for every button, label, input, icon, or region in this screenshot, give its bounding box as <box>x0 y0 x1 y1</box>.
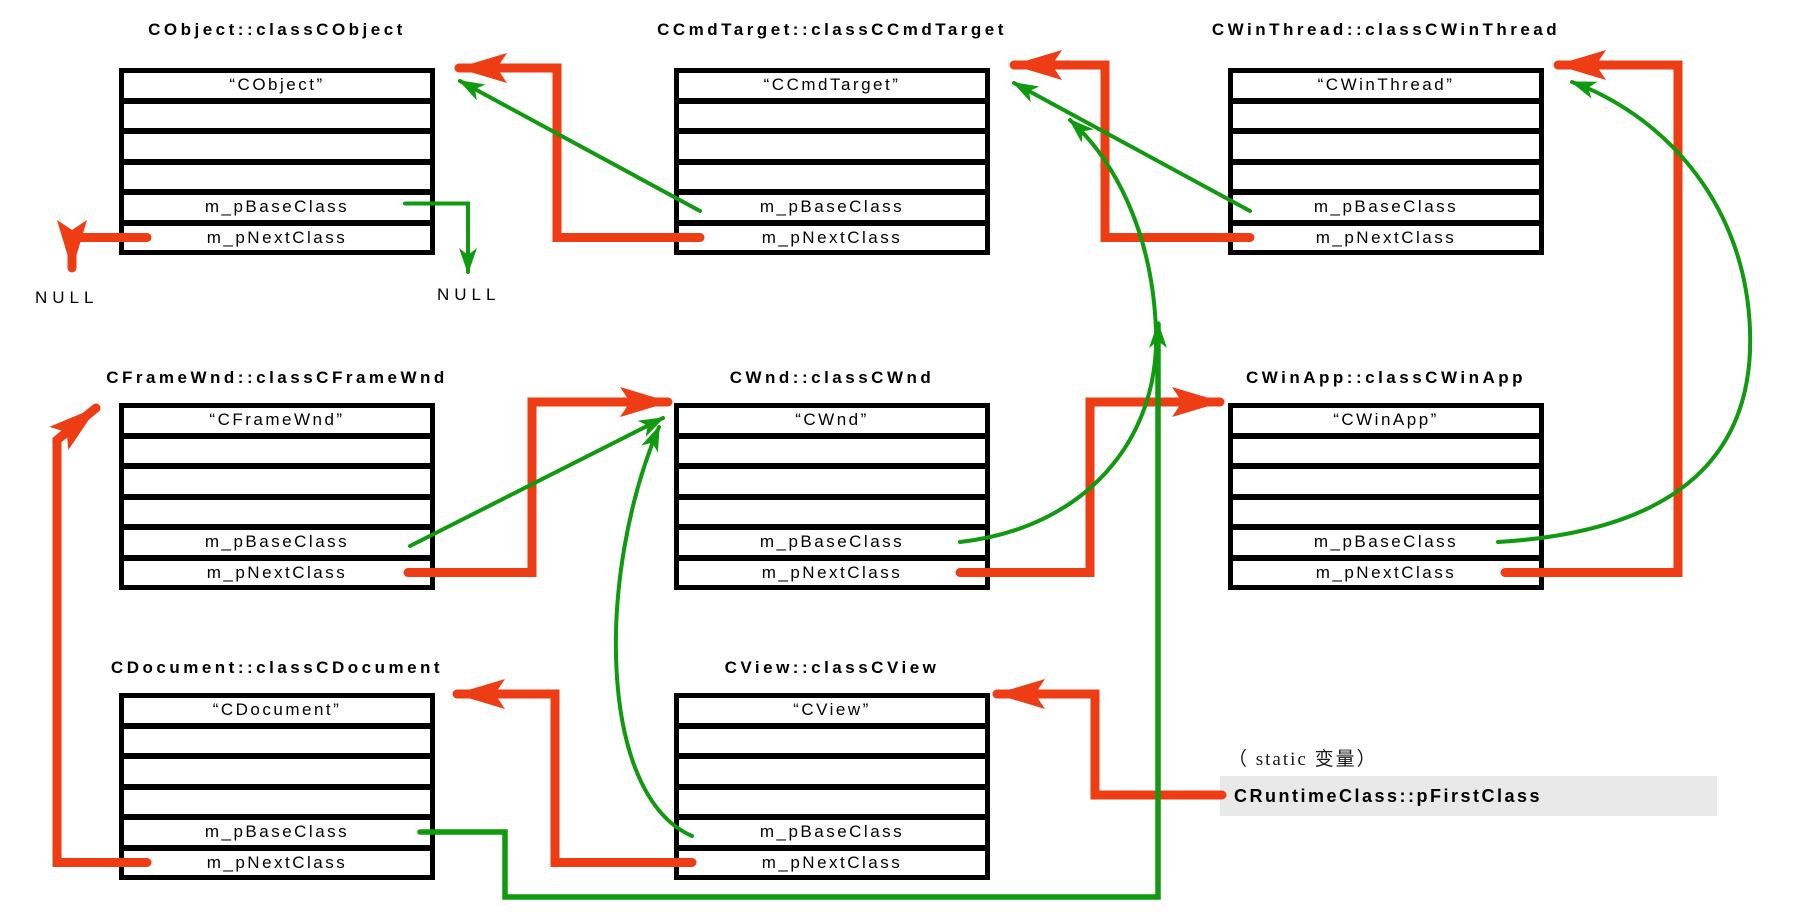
m-pbaseclass-cell: m_pBaseClass <box>124 189 430 220</box>
class-name-cell: “CObject” <box>229 75 325 95</box>
empty-cell <box>1233 158 1539 190</box>
class-name-cell: “CCmdTarget” <box>763 75 901 95</box>
next-arrow-ccmdtarget-to-cobject <box>454 53 705 242</box>
next-arrow-cview-to-cdocument <box>452 679 697 867</box>
m-pnextclass-cell: m_pNextClass <box>679 554 985 586</box>
empty-cell <box>679 158 985 190</box>
null-label-next-chain: NULL <box>35 288 99 307</box>
box-title-ccmdtarget: CCmdTarget::classCCmdTarget <box>657 20 1007 39</box>
box-title-cobject: CObject::classCObject <box>148 20 406 39</box>
m-pbaseclass-cell: m_pBaseClass <box>124 524 430 555</box>
empty-cell <box>679 493 985 525</box>
empty-cell <box>1233 463 1539 494</box>
pfirstclass-label: CRuntimeClass::pFirstClass <box>1234 785 1543 806</box>
m-pnextclass-cell: m_pNextClass <box>1233 554 1539 586</box>
runtime-class-box-cview: “CView” m_pBaseClass m_pNextClass <box>674 693 990 880</box>
m-pbaseclass-cell: m_pBaseClass <box>679 524 985 555</box>
empty-cell <box>679 722 985 754</box>
runtime-class-box-cframewnd: “CFrameWnd” m_pBaseClass m_pNextClass <box>119 403 435 590</box>
empty-cell <box>1233 97 1539 129</box>
box-title-cview: CView::classCView <box>724 658 940 677</box>
class-name-cell: “CWnd” <box>795 410 869 430</box>
next-arrow-cwinthread-to-ccmdtarget <box>1009 50 1255 242</box>
empty-cell <box>124 97 430 129</box>
empty-cell <box>124 158 430 190</box>
empty-cell <box>124 128 430 159</box>
box-title-cwinapp: CWinApp::classCWinApp <box>1245 368 1526 387</box>
m-pnextclass-cell: m_pNextClass <box>1233 219 1539 251</box>
m-pnextclass-cell: m_pNextClass <box>679 219 985 251</box>
box-title-cwinthread: CWinThread::classCWinThread <box>1211 20 1561 39</box>
empty-cell <box>124 783 430 815</box>
empty-cell <box>1233 493 1539 525</box>
class-name-cell: “CFrameWnd” <box>209 410 345 430</box>
m-pbaseclass-cell: m_pBaseClass <box>679 189 985 220</box>
empty-cell <box>679 463 985 494</box>
m-pbaseclass-cell: m_pBaseClass <box>124 814 430 845</box>
empty-cell <box>1233 128 1539 159</box>
base-arrow-cframewnd-to-cwnd <box>408 416 665 548</box>
class-name-cell: “CView” <box>793 700 871 720</box>
m-pnextclass-cell: m_pNextClass <box>124 219 430 251</box>
next-arrow-cwnd-to-cwinapp <box>955 387 1225 577</box>
runtime-class-box-cobject: “CObject” m_pBaseClass m_pNextClass <box>119 68 435 255</box>
m-pnextclass-cell: m_pNextClass <box>124 844 430 876</box>
box-title-cframewnd: CFrameWnd::classCFrameWnd <box>106 368 448 387</box>
empty-cell <box>124 493 430 525</box>
empty-cell <box>679 783 985 815</box>
m-pbaseclass-cell: m_pBaseClass <box>679 814 985 845</box>
empty-cell <box>124 463 430 494</box>
empty-cell <box>679 97 985 129</box>
base-arrow-ccmdtarget-to-cobject <box>458 79 702 213</box>
empty-cell <box>124 722 430 754</box>
box-title-cwnd: CWnd::classCWnd <box>729 368 935 387</box>
m-pnextclass-cell: m_pNextClass <box>679 844 985 876</box>
empty-cell <box>679 753 985 784</box>
box-title-cdocument: CDocument::classCDocument <box>110 658 444 677</box>
class-name-cell: “CDocument” <box>212 700 342 720</box>
runtime-class-box-ccmdtarget: “CCmdTarget” m_pBaseClass m_pNextClass <box>674 68 990 255</box>
m-pbaseclass-cell: m_pBaseClass <box>1233 524 1539 555</box>
base-arrow-cwinthread-to-ccmdtarget <box>1012 81 1252 213</box>
runtime-class-box-cwinapp: “CWinApp” m_pBaseClass m_pNextClass <box>1228 403 1544 590</box>
class-name-cell: “CWinThread” <box>1317 75 1455 95</box>
null-label-base-chain: NULL <box>437 285 501 304</box>
pfirstclass-variable-cell: CRuntimeClass::pFirstClass <box>1220 776 1717 816</box>
runtime-class-box-cwinthread: “CWinThread” m_pBaseClass m_pNextClass <box>1228 68 1544 255</box>
empty-cell <box>124 432 430 464</box>
empty-cell <box>124 753 430 784</box>
static-variable-note: （ static 变量） <box>1228 749 1378 770</box>
empty-cell <box>1233 432 1539 464</box>
class-name-cell: “CWinApp” <box>1333 410 1439 430</box>
m-pbaseclass-cell: m_pBaseClass <box>1233 189 1539 220</box>
next-arrow-cframewnd-to-cwnd <box>403 387 673 577</box>
runtime-class-box-cdocument: “CDocument” m_pBaseClass m_pNextClass <box>119 693 435 880</box>
empty-cell <box>679 432 985 464</box>
runtime-class-box-cwnd: “CWnd” m_pBaseClass m_pNextClass <box>674 403 990 590</box>
pointer-arrow-pfirstclass-to-cview <box>992 679 1227 800</box>
empty-cell <box>679 128 985 159</box>
m-pnextclass-cell: m_pNextClass <box>124 554 430 586</box>
